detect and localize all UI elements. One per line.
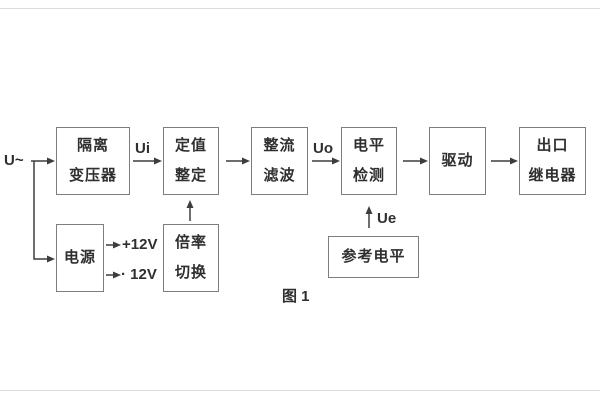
signal-label-u-source: U~ xyxy=(4,152,24,169)
signal-label-ue: Ue xyxy=(377,210,397,227)
block-label: 出口 xyxy=(536,137,569,154)
block-label: 滤波 xyxy=(263,167,296,184)
block-level-detect: 电平 检测 xyxy=(341,127,397,195)
block-label: 整流 xyxy=(263,137,296,154)
figure-caption: 图 1 xyxy=(282,288,310,305)
block-setting-adjust: 定值 整定 xyxy=(163,127,219,195)
block-label: 检测 xyxy=(352,167,385,184)
signal-label-plus12v: +12V xyxy=(122,236,158,253)
block-label: 倍率 xyxy=(174,234,207,251)
block-label: 参考电平 xyxy=(341,248,406,265)
page-top-rule xyxy=(0,8,600,9)
page-bottom-rule xyxy=(0,390,600,391)
block-isolation-transformer: 隔离 变压器 xyxy=(56,127,130,195)
block-output-relay: 出口 继电器 xyxy=(519,127,586,195)
block-label: 切换 xyxy=(174,264,207,281)
block-power-supply: 电源 xyxy=(56,224,104,292)
block-label: 定值 xyxy=(174,137,207,154)
block-label: 隔离 xyxy=(76,137,109,154)
block-ratio-switch: 倍率 切换 xyxy=(163,224,219,292)
block-label: 继电器 xyxy=(528,167,577,184)
signal-label-ui: Ui xyxy=(135,140,150,157)
block-label: 电平 xyxy=(352,137,385,154)
block-drive: 驱动 xyxy=(429,127,486,195)
signal-label-minus12v: · 12V xyxy=(121,266,157,283)
block-label: 驱动 xyxy=(441,152,474,169)
signal-label-uo: Uo xyxy=(313,140,333,157)
block-label: 整定 xyxy=(174,167,207,184)
block-label: 变压器 xyxy=(68,167,117,184)
block-label: 电源 xyxy=(63,249,96,266)
block-reference-level: 参考电平 xyxy=(328,236,419,278)
block-rectify-filter: 整流 滤波 xyxy=(251,127,308,195)
